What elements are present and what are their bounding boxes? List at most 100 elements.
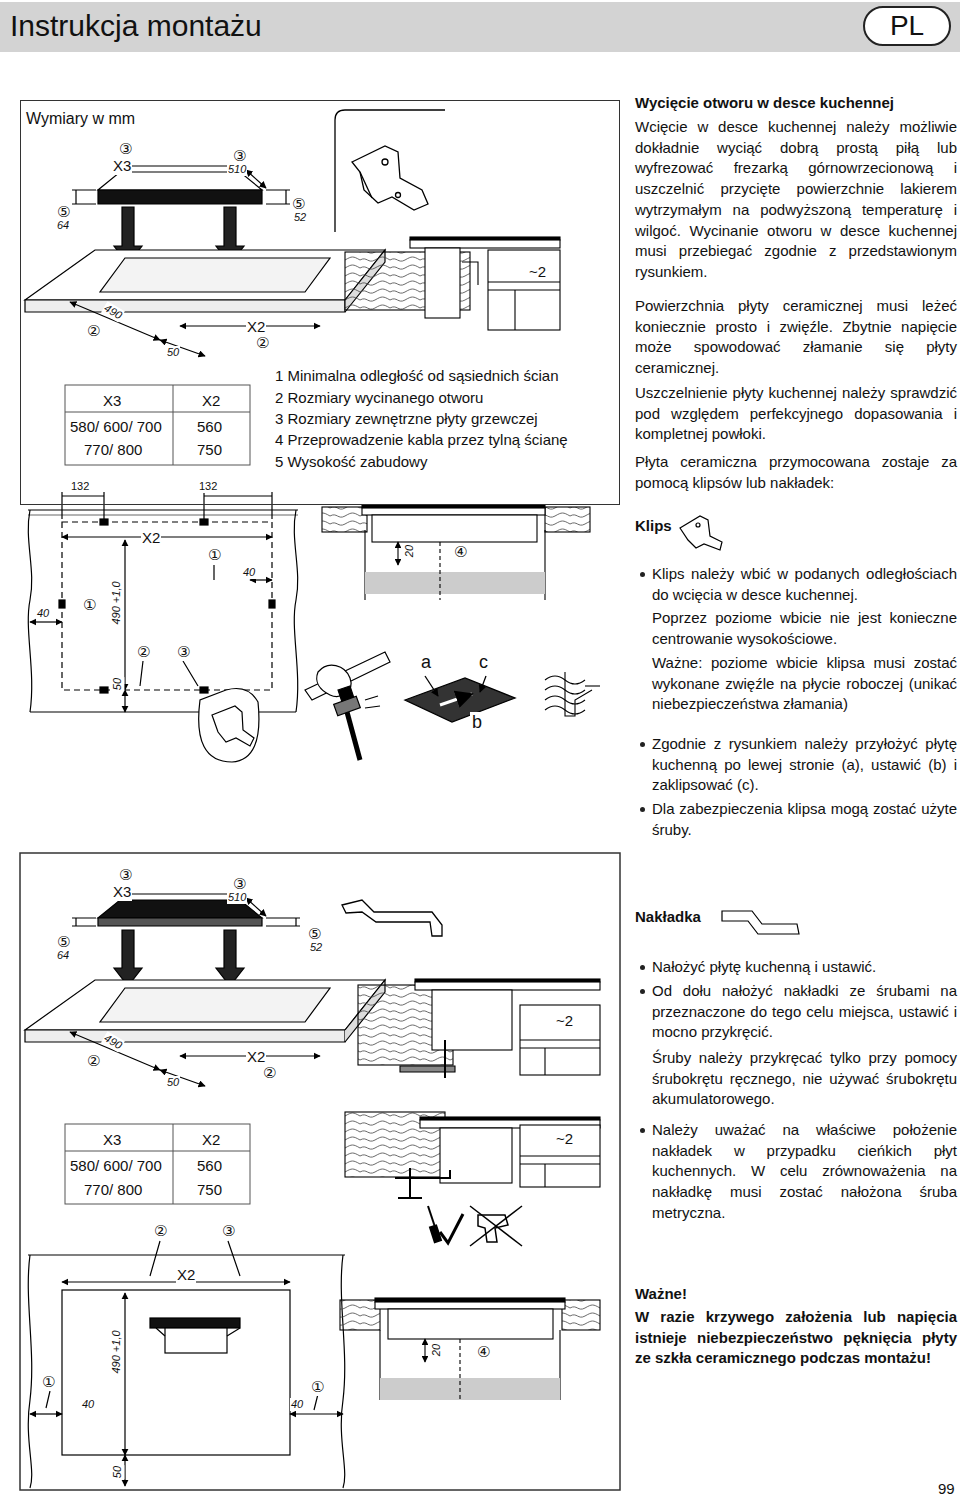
clip-section [585, 685, 600, 686]
section-view [488, 250, 560, 330]
clip-section [565, 672, 592, 716]
legend-item: 5 Wysokość zabudowy [275, 453, 427, 471]
table-grid [173, 1124, 174, 1204]
bullet-text: Dla zabezpieczenia klipsa mogą zostać uż… [652, 799, 957, 840]
worktop-plan [200, 687, 208, 693]
section-view [397, 542, 398, 565]
tool-icons [470, 1206, 522, 1246]
dimension-label: 64 [56, 219, 70, 232]
section-view [488, 282, 560, 330]
worktop-plan [28, 1255, 31, 1488]
table-grid [65, 1151, 250, 1152]
clip-icon [680, 516, 722, 550]
section-view [410, 240, 560, 248]
callout-number: ③ [118, 140, 133, 158]
bracket-icon [342, 900, 442, 936]
panel-heading: Wymiary w mm [21, 101, 140, 137]
section-view [358, 979, 600, 1078]
hob-perspective [114, 930, 142, 986]
dimension-label: 20 [403, 544, 416, 558]
worktop-plan [46, 1241, 318, 1410]
placement-steps [425, 676, 438, 696]
worktop-plan [28, 510, 31, 712]
bracket-icon [722, 911, 799, 934]
section-view [520, 1005, 600, 1075]
callout-number: ② [86, 322, 101, 340]
hob-perspective [25, 300, 345, 312]
hob-perspective [25, 894, 385, 1086]
table-cell: X2 [202, 392, 220, 410]
panel-frame [20, 853, 620, 1490]
callout-number: ② [262, 1064, 277, 1082]
worktop-plan [100, 519, 108, 525]
callout-number: ③ [221, 1222, 236, 1240]
worktop-plan [124, 690, 125, 712]
table-grid [65, 385, 250, 465]
step-letter: a [419, 652, 433, 674]
callout-number: ① [41, 1373, 56, 1391]
section-heading: Nakładka [635, 908, 701, 926]
section-heading: Klips [635, 517, 672, 535]
placement-steps [405, 676, 515, 722]
dimension-label: ~2 [555, 1130, 574, 1148]
hob-perspective [216, 930, 244, 986]
dimension-label: 510 [227, 891, 247, 904]
tool-icons [428, 1206, 522, 1246]
hob-perspective [246, 170, 266, 188]
table-cell: 770/ 800 [84, 441, 142, 459]
section-view [398, 1168, 422, 1198]
worktop-plan [100, 687, 108, 693]
section-view [425, 248, 460, 318]
hob-perspective [120, 893, 240, 894]
dimension-label: ~2 [555, 1012, 574, 1030]
callout-number: ① [207, 546, 222, 564]
bullet-text: Poprzez poziome wbicie nie jest konieczn… [652, 608, 957, 649]
section-view [380, 1378, 560, 1400]
dimension-label: 490 +1,0 [110, 580, 123, 625]
hob-perspective [72, 918, 96, 926]
worktop-plan [290, 1413, 343, 1414]
section-view [520, 1156, 600, 1187]
placement-steps [480, 676, 486, 692]
language-code: PL [890, 9, 924, 43]
clip-detail [335, 110, 445, 232]
table-cell: 750 [197, 1181, 222, 1199]
dimension-label: ~2 [528, 263, 547, 281]
worktop-plan [30, 621, 62, 622]
dimension-label: 510 [227, 163, 247, 176]
table-grid [65, 1124, 250, 1204]
table-cell: 580/ 600/ 700 [70, 1157, 162, 1175]
clip-detail [335, 110, 445, 232]
language-badge: PL [863, 6, 951, 46]
hob-perspective [266, 190, 290, 204]
worktop-plan [62, 536, 272, 537]
section-view [365, 572, 545, 594]
section-heading: Ważne! [635, 1285, 687, 1303]
dimension-label: 50 [166, 346, 180, 359]
section-view [372, 515, 537, 542]
instruction-text: Wcięcie w desce kuchennej należy możliwi… [635, 117, 957, 283]
dimension-label: 52 [293, 211, 307, 224]
dimension-label: X2 [176, 1266, 196, 1284]
instruction-text: Płyta ceramiczna przymocowana zostaje za… [635, 452, 957, 493]
clip-detail [382, 159, 388, 165]
hob-perspective [98, 918, 262, 926]
worktop-plan [124, 540, 125, 690]
legend-item: 2 Rozmiary wycinanego otworu [275, 389, 483, 407]
worktop-plan [28, 1241, 345, 1488]
clip-detail [352, 146, 428, 210]
dimension-label: 40 [81, 1398, 95, 1411]
dimension-label: X3 [112, 883, 132, 901]
callout-number: ④ [476, 1343, 491, 1361]
clip-section [545, 672, 600, 716]
section-view [362, 508, 545, 515]
bullet-text: Nałożyć płytę kuchenną i ustawić. [652, 957, 957, 978]
section-view [459, 1339, 460, 1400]
worktop-plan [28, 509, 298, 510]
clip-icon [680, 516, 722, 550]
dimension-label: 20 [430, 1343, 443, 1357]
bullet-text: Śruby należy przykręcać tylko przy pomoc… [652, 1048, 957, 1110]
legend-item: 4 Przeprowadzenie kabla przez tylną ścia… [275, 431, 568, 449]
worktop-plan [165, 1328, 227, 1353]
hob-perspective [120, 165, 240, 166]
